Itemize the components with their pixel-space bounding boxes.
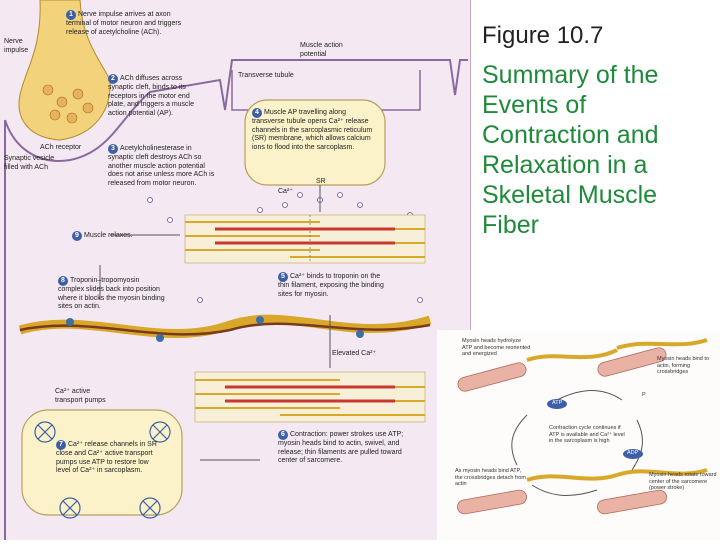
inset-step-b: Myosin heads bind to actin, forming cros… [657,356,709,375]
sr-label: SR [316,178,326,185]
figure-number: Figure 10.7 [482,22,604,49]
sarcoplasmic-reticulum-pumps [21,409,183,516]
inset-step-a: Myosin heads hydrolyze ATP and become re… [462,338,531,357]
inset-adp: ADP [627,450,639,456]
thin-filament-blocked [18,314,432,342]
flow-arrows [99,185,331,461]
calcium-label: Ca²⁺ [278,188,293,195]
contraction-cycle-inset: Myosin heads hydrolyze ATP and become re… [437,330,720,540]
synaptic-vesicles [42,84,94,124]
nerve-impulse-label: Nerve impulse [4,38,29,54]
synaptic-vesicle-label: Synaptic vesicle filled with ACh [4,155,55,171]
inset-atp: ATP [552,400,563,406]
inset-cycle-center: Contraction cycle continues if ATP is av… [549,425,625,444]
cycle-illustration [457,338,708,515]
inset-step-d: Myosin heads rotate toward center of the… [649,472,717,491]
muscle-action-potential-label: Muscle action potential [300,42,343,58]
transverse-tubule-label: Transverse tubule [238,72,294,79]
ach-receptor-label: ACh receptor [40,144,82,151]
sarcolemma [4,59,468,162]
figure-illustration [4,0,468,540]
inset-phosphate: P [642,392,646,398]
sarcomere-relaxed [184,214,426,264]
elevated-calcium-label: Elevated Ca²⁺ [332,350,377,357]
inset-step-c: As myosin heads bind ATP, the crossbridg… [455,468,526,487]
calcium-pumps-label: Ca²⁺ active transport pumps [55,388,106,404]
sarcomere-contracted [194,371,426,423]
muscle-contraction-figure: Nerve impulse Muscle action potential Tr… [0,0,471,540]
calcium-pump [34,421,171,519]
slide-title: Summary of the Events of Contraction and… [482,61,659,239]
sarcoplasmic-reticulum [244,99,386,186]
